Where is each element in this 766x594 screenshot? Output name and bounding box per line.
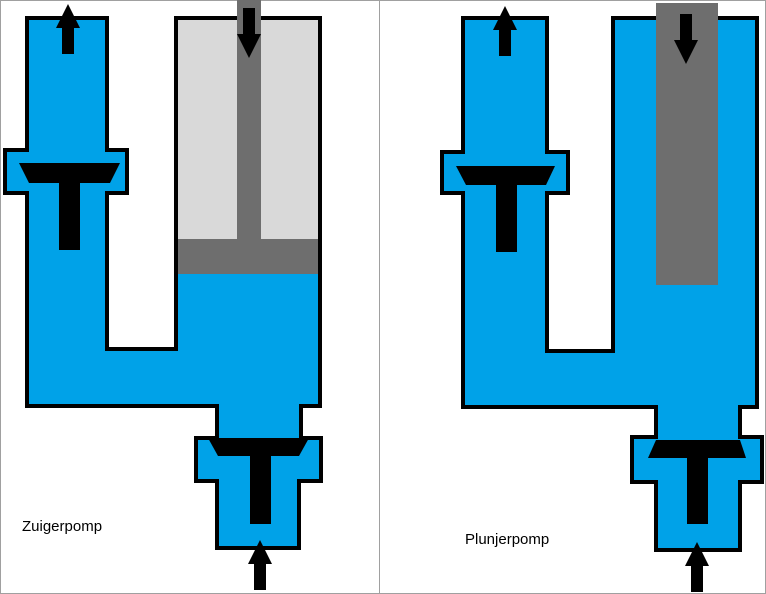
- discharge-valve: [19, 163, 120, 250]
- plunger-down-arrow-icon: [674, 14, 698, 64]
- piston-down-arrow-icon: [237, 8, 261, 58]
- valve-disc: [208, 438, 309, 456]
- inflow-arrow-icon: [248, 540, 272, 590]
- valve-disc: [19, 163, 120, 183]
- outflow-arrow-icon: [493, 6, 517, 56]
- valve-stem: [250, 452, 271, 524]
- suction-valve: [208, 438, 309, 524]
- inflow-arrow-icon: [685, 542, 709, 592]
- piston-head: [176, 239, 320, 274]
- valve-stem: [496, 180, 517, 252]
- plunger-pump: [440, 3, 764, 592]
- valve-disc: [456, 166, 555, 185]
- valve-stem: [687, 454, 708, 524]
- suction-valve: [648, 440, 746, 524]
- cylinder-outline: [174, 16, 322, 406]
- outflow-arrow-icon: [56, 4, 80, 54]
- valve-stem: [59, 178, 80, 250]
- plunger-pump-label: Plunjerpomp: [465, 531, 550, 548]
- valve-disc: [648, 440, 746, 458]
- discharge-valve: [456, 166, 555, 252]
- piston-pump: [3, 0, 323, 590]
- piston-pump-label: Zuigerpomp: [22, 518, 103, 535]
